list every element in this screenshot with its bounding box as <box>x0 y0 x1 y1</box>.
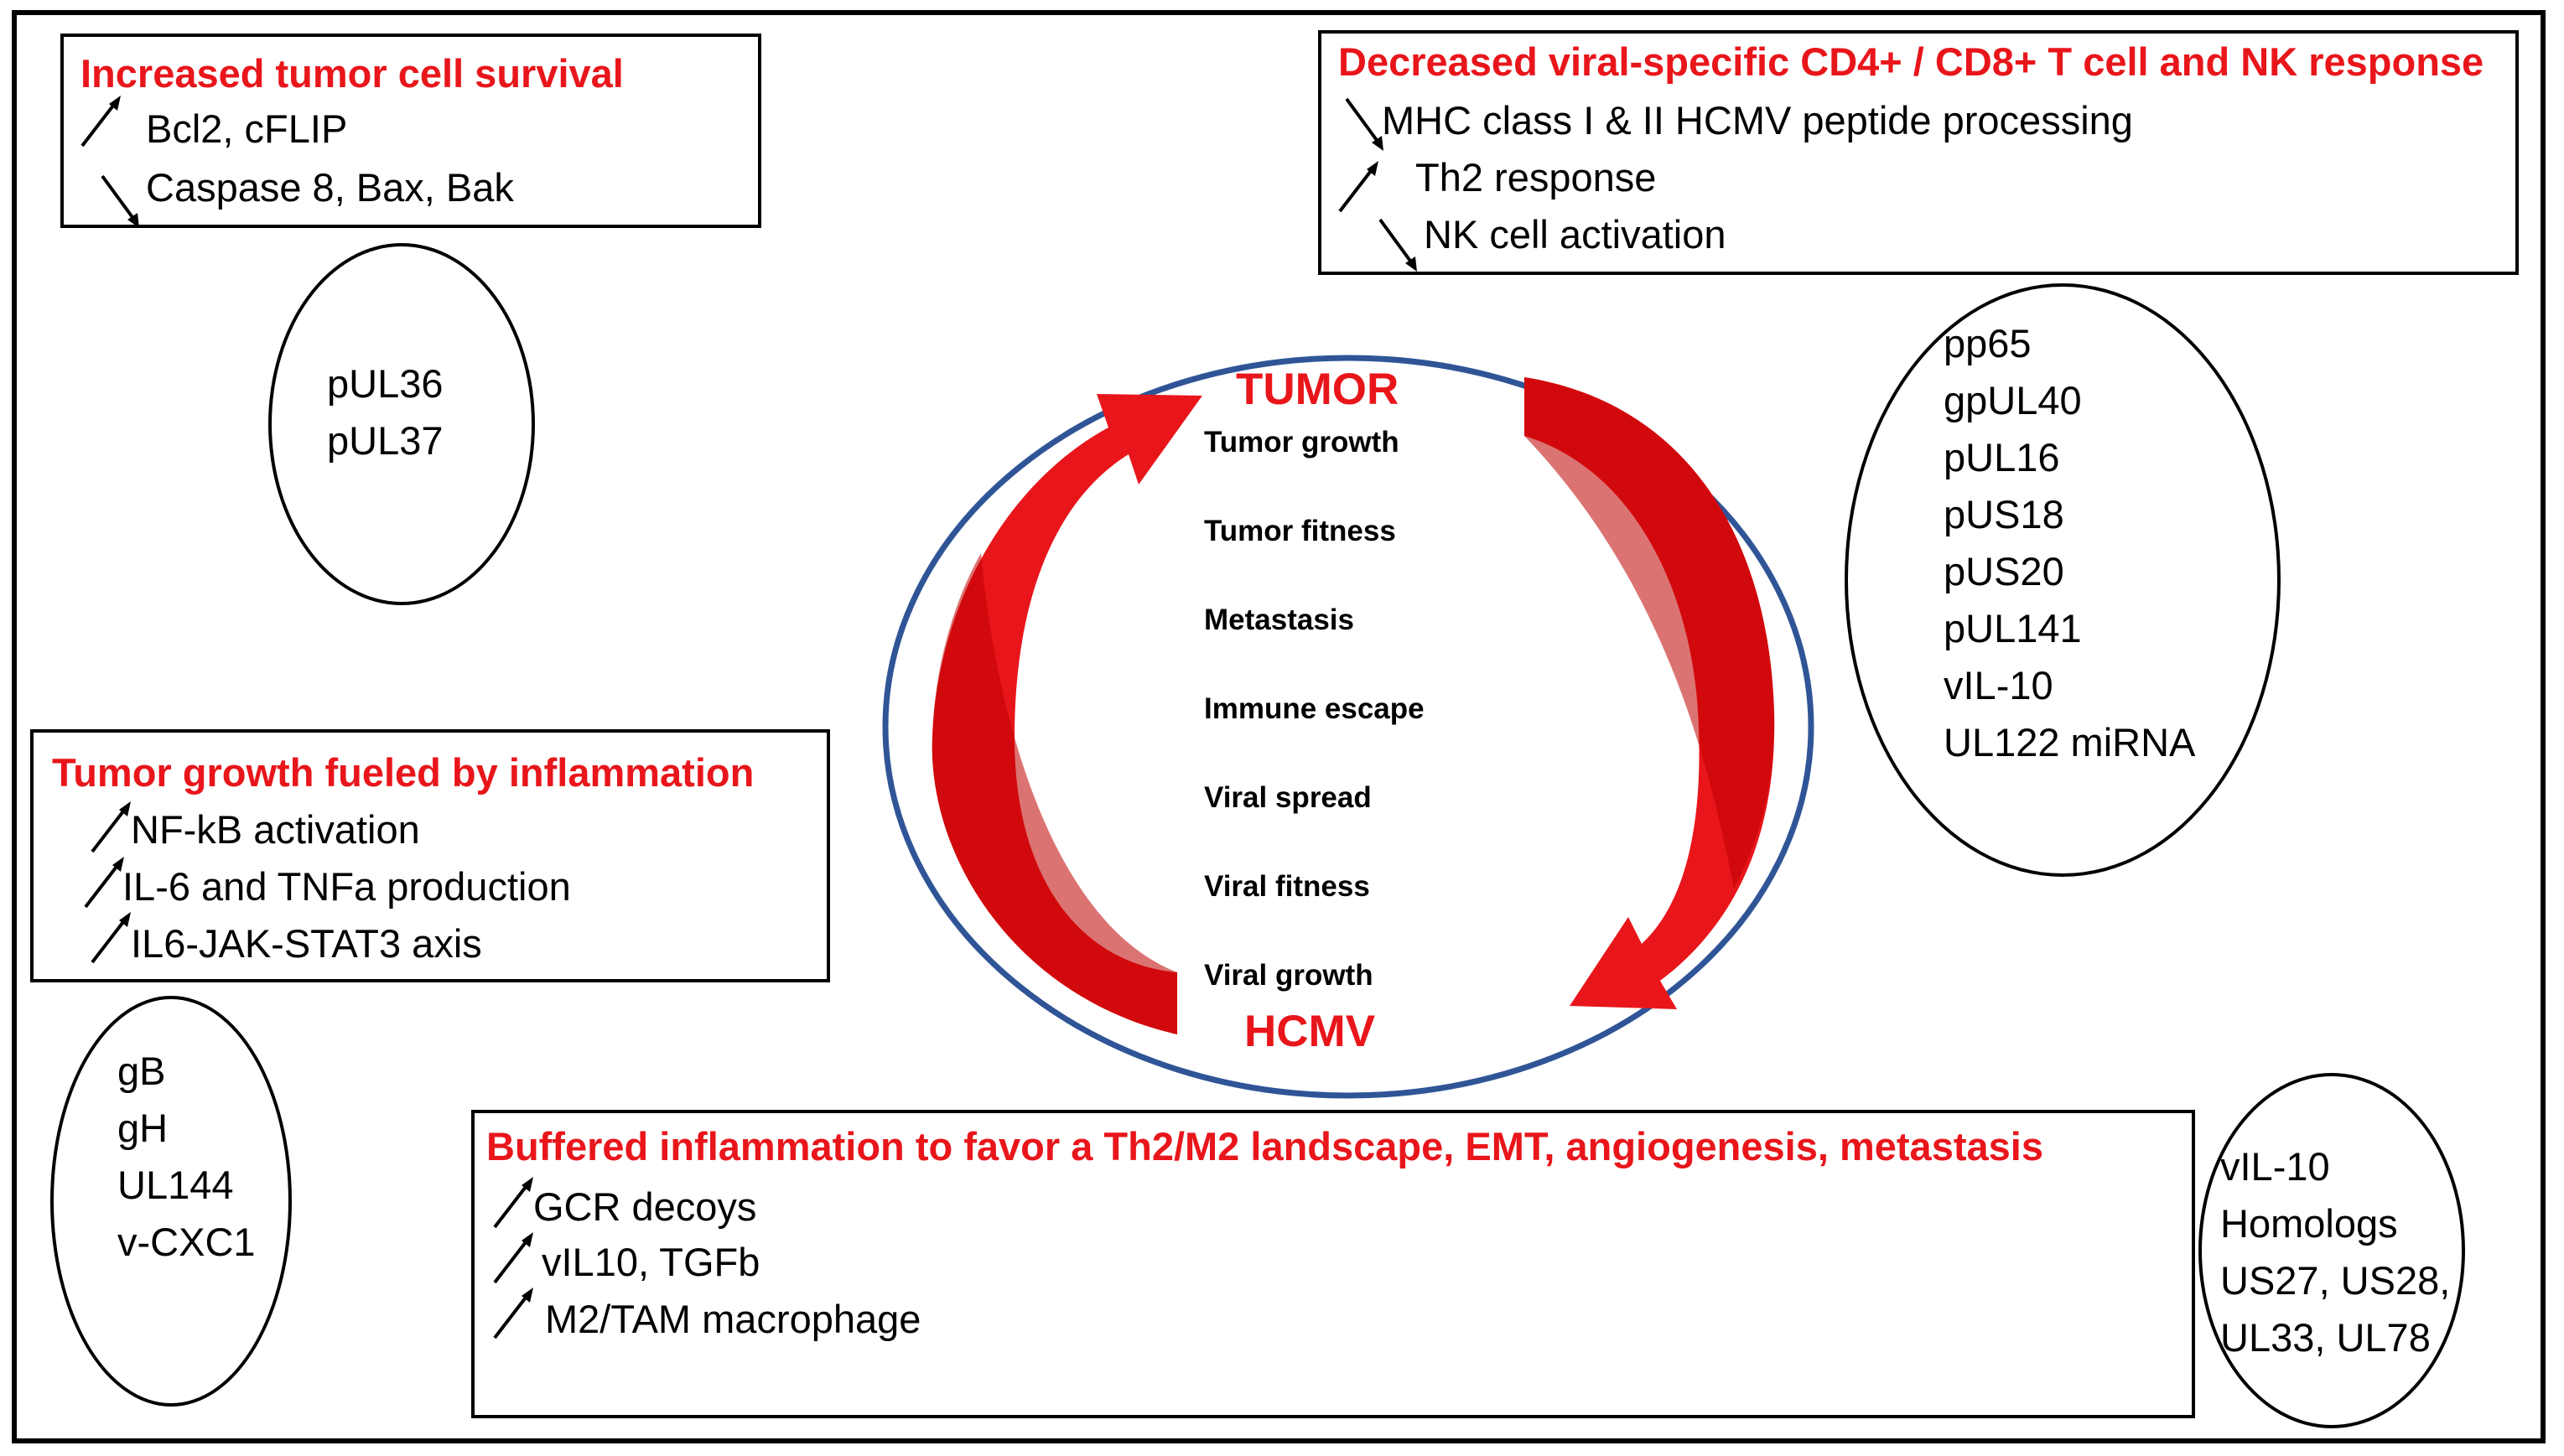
buffered-line-1: GCR decoys <box>533 1184 757 1229</box>
center-item-3: Metastasis <box>1204 604 1354 636</box>
immune-title: Decreased viral-specific CD4+ / CD8+ T c… <box>1338 39 2484 84</box>
immune-protein-1: pp65 <box>1944 321 2032 365</box>
figure-frame <box>12 10 2546 1443</box>
inflammation-protein-4: v-CXC1 <box>117 1220 256 1264</box>
hcmv-label: HCMV <box>1244 1007 1376 1056</box>
inflammation-line-2: IL-6 and TNFa production <box>122 864 571 909</box>
inflammation-proteins-oval <box>50 996 292 1407</box>
buffered-line-3: M2/TAM macrophage <box>545 1297 921 1341</box>
immune-box <box>1318 30 2519 275</box>
up-arrow-icon <box>493 1177 533 1229</box>
buffered-protein-1: vIL-10 <box>2220 1144 2330 1189</box>
center-item-1: Tumor growth <box>1204 426 1399 459</box>
left-cycle-arrow-shade <box>932 553 1177 1034</box>
buffered-line-2: vIL10, TGFb <box>542 1240 760 1284</box>
survival-box <box>60 34 761 228</box>
immune-proteins-oval <box>1845 283 2281 877</box>
buffered-protein-2: Homologs <box>2220 1201 2398 1246</box>
survival-line-1: Bcl2, cFLIP <box>146 106 348 151</box>
immune-line-3: NK cell activation <box>1424 212 1726 256</box>
buffered-protein-4: UL33, UL78 <box>2220 1315 2431 1360</box>
immune-protein-3: pUL16 <box>1944 435 2060 479</box>
right-cycle-arrow-shade <box>1524 377 1775 889</box>
down-arrow-icon <box>1345 97 1383 151</box>
immune-line-1: MHC class I & II HCMV peptide processing <box>1382 98 2133 142</box>
immune-protein-6: pUL141 <box>1944 606 2082 650</box>
immune-protein-2: gpUL40 <box>1944 378 2082 422</box>
buffered-title: Buffered inflammation to favor a Th2/M2 … <box>486 1124 2043 1168</box>
up-arrow-icon <box>493 1288 533 1339</box>
buffered-proteins-oval <box>2198 1073 2465 1428</box>
up-arrow-icon <box>84 857 124 909</box>
survival-title: Increased tumor cell survival <box>80 51 624 96</box>
survival-proteins-oval <box>268 243 535 605</box>
immune-protein-7: vIL-10 <box>1944 663 2053 707</box>
buffered-protein-3: US27, US28, <box>2220 1258 2451 1303</box>
survival-protein-1: pUL36 <box>327 361 444 406</box>
inflammation-protein-2: gH <box>117 1106 169 1150</box>
inflammation-protein-1: gB <box>117 1049 166 1093</box>
up-arrow-icon <box>1338 161 1378 213</box>
survival-protein-2: pUL37 <box>327 418 444 463</box>
center-item-2: Tumor fitness <box>1204 515 1396 547</box>
tumor-label: TUMOR <box>1236 365 1399 414</box>
down-arrow-icon <box>101 174 139 228</box>
immune-protein-4: pUS18 <box>1944 492 2064 536</box>
immune-protein-5: pUS20 <box>1944 549 2064 593</box>
buffered-box <box>471 1110 2195 1418</box>
survival-line-2: Caspase 8, Bax, Bak <box>146 165 514 210</box>
center-item-6: Viral fitness <box>1204 870 1370 903</box>
inflammation-protein-3: UL144 <box>117 1163 234 1207</box>
up-arrow-icon <box>80 96 121 148</box>
inflammation-title: Tumor growth fueled by inflammation <box>52 750 755 795</box>
center-item-5: Viral spread <box>1204 781 1372 814</box>
center-item-7: Viral growth <box>1204 959 1373 992</box>
up-arrow-icon <box>91 912 131 964</box>
immune-line-2: Th2 response <box>1415 155 1657 199</box>
up-arrow-icon <box>493 1232 533 1284</box>
down-arrow-icon <box>1378 218 1417 272</box>
immune-protein-8: UL122 miRNA <box>1944 720 2196 764</box>
up-arrow-icon <box>91 801 131 853</box>
inflammation-box <box>30 729 830 982</box>
inflammation-line-1: NF-kB activation <box>131 807 420 852</box>
inflammation-line-3: IL6-JAK-STAT3 axis <box>131 921 482 966</box>
center-ring <box>882 355 1814 1099</box>
center-item-4: Immune escape <box>1204 692 1425 725</box>
